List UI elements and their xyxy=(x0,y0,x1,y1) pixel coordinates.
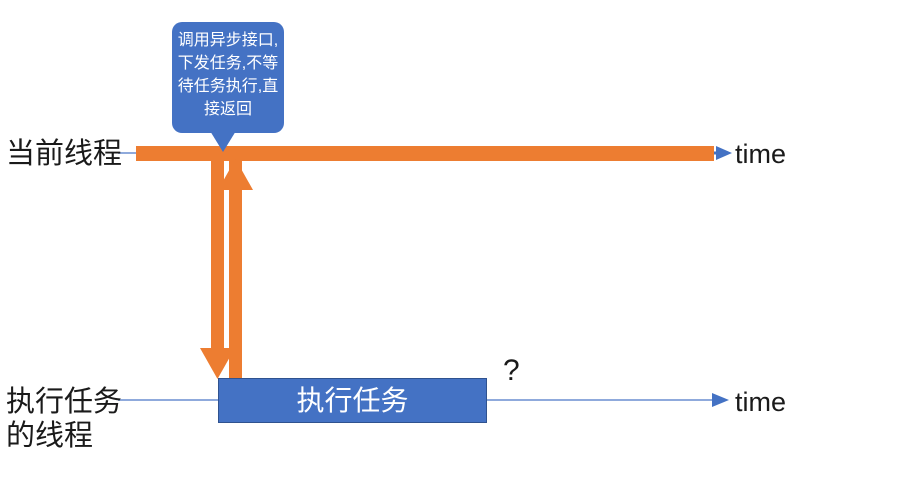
worker-thread-arrowhead-icon xyxy=(712,393,729,407)
worker-thread-label-line2: 的线程 xyxy=(6,420,94,452)
async-call-callout: 调用异步接口, 下发任务,不等 待任务执行,直 接返回 xyxy=(172,22,284,133)
current-thread-arrowhead-icon xyxy=(716,146,732,160)
unknown-duration-question-mark: ? xyxy=(503,354,520,387)
dispatch-down-arrowhead-icon xyxy=(200,348,235,379)
immediate-return-up-arrowhead-icon xyxy=(218,159,253,190)
worker-thread-time-label: time xyxy=(735,387,787,417)
async-call-callout-text: 调用异步接口, 下发任务,不等 待任务执行,直 接返回 xyxy=(177,32,279,118)
current-thread-time-label: time xyxy=(735,139,787,169)
immediate-return-up-shaft xyxy=(229,160,242,378)
task-execution-box-label: 执行任务 xyxy=(296,384,409,416)
worker-thread-label: 执行任务的线程 xyxy=(6,385,122,453)
current-thread-lifeline-bar xyxy=(136,146,714,161)
dispatch-task-down-shaft xyxy=(211,146,224,352)
worker-thread-label-line1: 执行任务 xyxy=(6,386,123,418)
task-execution-box: 执行任务 xyxy=(218,378,487,423)
current-thread-label: 当前线程 xyxy=(6,138,123,170)
